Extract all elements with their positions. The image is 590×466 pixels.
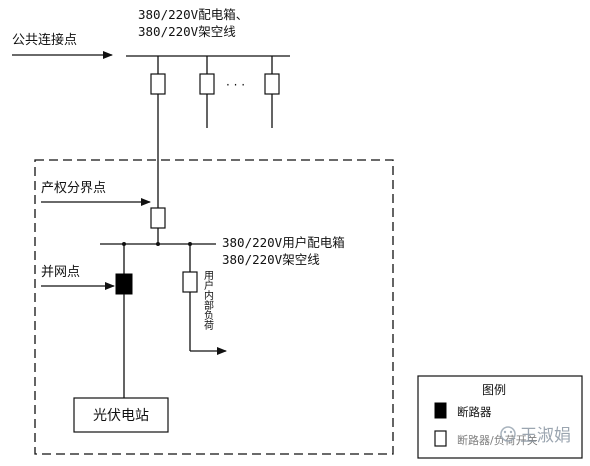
watermark-icon [500,426,516,442]
grid-bus-label-line2: 380/220V架空线 [138,24,236,39]
legend-breaker-label: 断路器 [457,405,492,419]
user-boundary [34,159,394,455]
user-bus-label-line2: 380/220V架空线 [222,252,320,267]
user-bus-label: 380/220V用户配电箱 [222,235,345,250]
feeder-ellipsis: · · · [226,78,245,92]
bus-junction-main [156,242,160,246]
watermark-icon-dot-2 [509,430,513,434]
internal-load-label: 用户内部负荷 [202,270,214,331]
pv-station-label: 光伏电站 [93,408,149,424]
watermark-icon-dot-1 [503,430,507,434]
feeder-3-switch [264,73,280,95]
pv-breaker [115,273,133,295]
watermark-text: 王淑娟 [520,426,571,446]
load-switch [182,271,198,293]
legend-switch-label: 断路器/负荷开关 [457,433,538,447]
legend-title: 图例 [482,383,506,397]
feeder-2-switch [199,73,215,95]
grid-bus-label: 380/220V配电箱、 [138,7,248,22]
boundary-switch [150,207,166,229]
watermark: 王淑娟 [500,426,571,446]
grid-switch [150,73,166,95]
pv-station-box [73,397,169,433]
legend-breaker-symbol [434,402,447,419]
property-boundary-label: 产权分界点 [41,180,106,196]
public-connection-label: 公共连接点 [12,32,77,48]
legend-switch-symbol [434,430,447,447]
grid-connection-label: 并网点 [41,265,80,280]
